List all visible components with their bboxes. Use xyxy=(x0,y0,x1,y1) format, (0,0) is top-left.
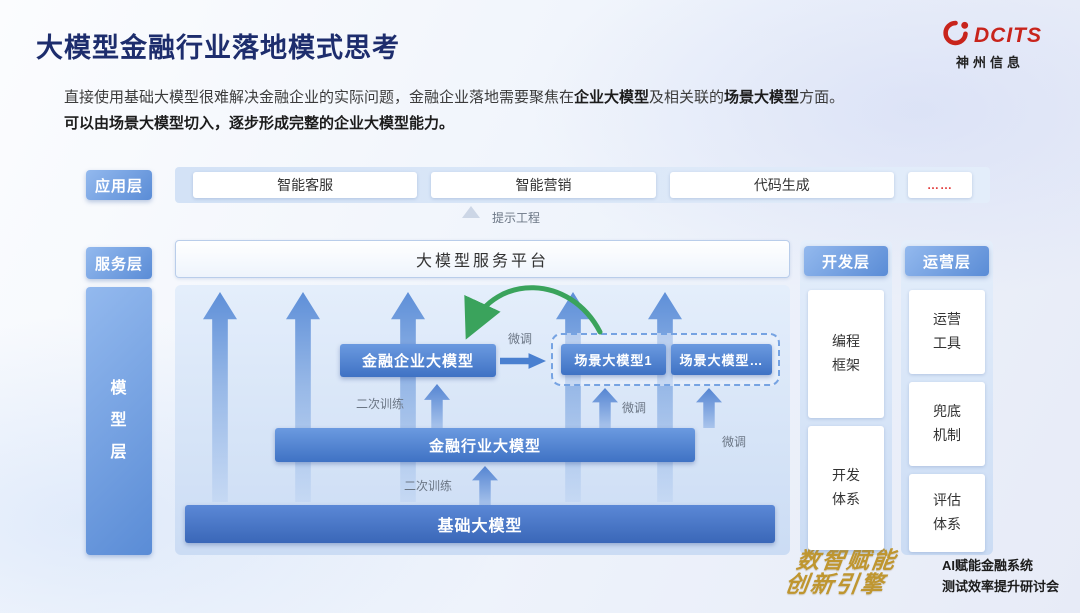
intro-bold-scenario: 场景大模型 xyxy=(724,89,800,106)
label-finetune-green: 微调 xyxy=(508,332,533,346)
dev-item-programming-framework: 编程框架 xyxy=(808,290,884,418)
intro-text: 直接使用基础大模型很难解决金融企业的实际问题，金融企业落地需要聚焦在 xyxy=(64,89,575,106)
ops-item-evaluation-system: 评估体系 xyxy=(909,474,985,552)
page-title: 大模型金融行业落地模式思考 xyxy=(36,33,400,63)
label-finetune-mid: 微调 xyxy=(622,401,647,415)
badge-service-layer: 服务层 xyxy=(86,247,152,279)
prompt-arrow-icon xyxy=(462,206,480,218)
dev-item-dev-system: 开发体系 xyxy=(808,426,884,550)
badge-application-layer: 应用层 xyxy=(86,170,152,200)
badge-model-layer: 模型层 xyxy=(86,287,152,555)
slogan-line-2: 创新引擎 xyxy=(783,571,888,598)
slogan-line-1: 数智赋能 xyxy=(794,547,899,573)
footer-slogan: 数智赋能 创新引擎 xyxy=(783,547,899,597)
base-model-box: 基础大模型 xyxy=(185,505,775,543)
scenario-model-more-box: 场景大模型… xyxy=(671,344,772,375)
badge-operation-layer: 运营层 xyxy=(905,246,989,276)
label-retrain-lower: 二次训练 xyxy=(404,479,453,493)
app-item-customer-service: 智能客服 xyxy=(193,172,418,198)
brand-logo: DCITS 神州信息 xyxy=(926,20,1054,71)
logo-company-text: 神州信息 xyxy=(955,55,1024,70)
badge-model-layer-text: 模型层 xyxy=(110,380,128,461)
footer-event: AI赋能金融系统 测试效率提升研讨会 xyxy=(942,556,1059,598)
green-feedback-arrow-icon xyxy=(464,285,603,340)
ops-item-text: 评估体系 xyxy=(933,492,961,532)
dev-item-text: 开发体系 xyxy=(832,467,860,507)
enterprise-model-box: 金融企业大模型 xyxy=(340,344,496,377)
badge-development-layer: 开发层 xyxy=(804,246,888,276)
ops-item-operation-tools: 运营工具 xyxy=(909,290,985,374)
app-item-code-generation: 代码生成 xyxy=(669,172,894,198)
ops-item-fallback-mechanism: 兜底机制 xyxy=(909,382,985,466)
ops-item-text: 兜底机制 xyxy=(933,403,961,443)
event-line-1: AI赋能金融系统 xyxy=(942,558,1034,573)
label-finetune-right: 微调 xyxy=(722,435,747,449)
event-line-2: 测试效率提升研讨会 xyxy=(942,578,1060,594)
scenario-model-1-box: 场景大模型1 xyxy=(561,344,666,375)
service-platform-box: 大模型服务平台 xyxy=(175,240,790,278)
logo-brand-text: DCITS xyxy=(974,23,1042,47)
app-item-more: …… xyxy=(907,172,972,198)
dev-item-text: 编程框架 xyxy=(832,333,860,373)
intro-line-1: 直接使用基础大模型很难解决金融企业的实际问题，金融企业落地需要聚焦在企业大模型及… xyxy=(64,86,1054,107)
application-layer-strip: 智能客服 智能营销 代码生成 …… xyxy=(175,167,990,203)
app-item-marketing: 智能营销 xyxy=(431,172,656,198)
industry-model-box: 金融行业大模型 xyxy=(275,428,695,462)
dcits-swoosh-icon xyxy=(938,20,970,51)
ops-item-text: 运营工具 xyxy=(933,311,961,351)
label-retrain-upper: 二次训练 xyxy=(356,397,405,411)
intro-bold-enterprise: 企业大模型 xyxy=(574,89,650,106)
intro-line-2: 可以由场景大模型切入，逐步形成完整的企业大模型能力。 xyxy=(64,115,455,132)
intro-text: 及相关联的 xyxy=(649,89,725,106)
intro-text: 方面。 xyxy=(799,89,845,106)
label-prompt-engineering: 提示工程 xyxy=(492,211,541,225)
